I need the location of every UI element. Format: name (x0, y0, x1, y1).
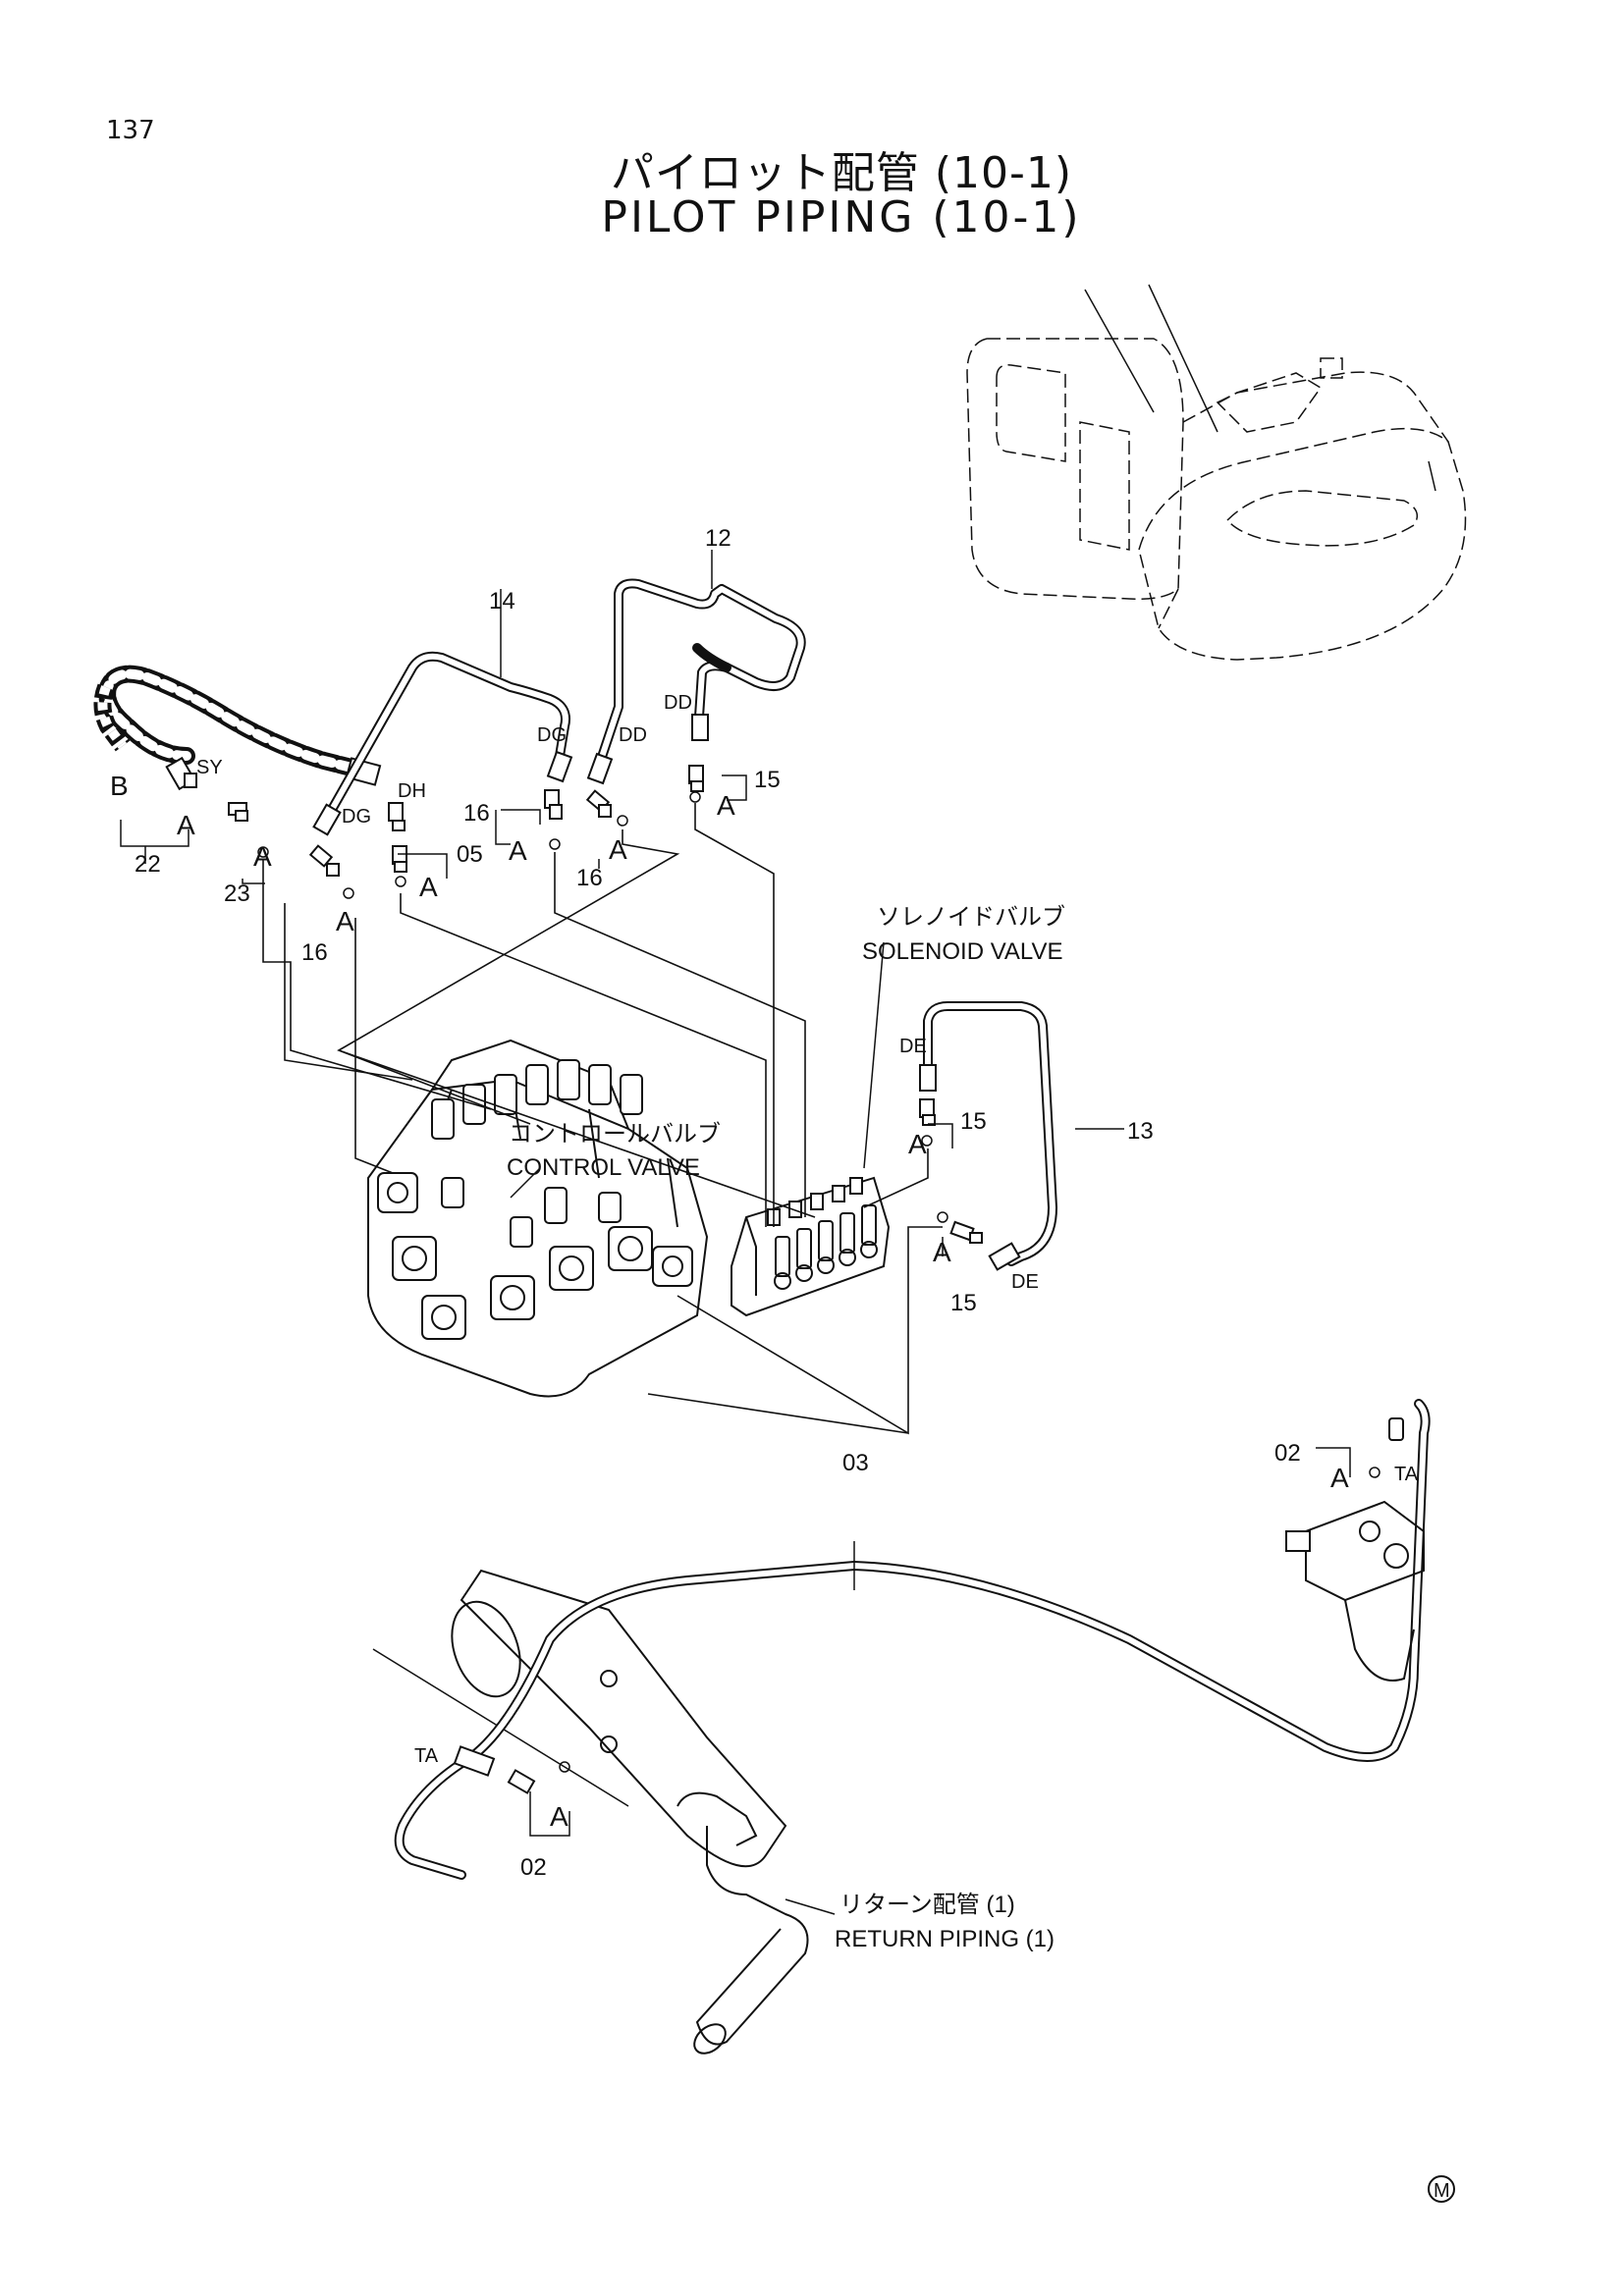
group-letter-a: A (1330, 1463, 1349, 1493)
control-valve-label-jp: コントロールバルブ (509, 1121, 721, 1148)
solenoid-valve-label-jp: ソレノイドバルブ (877, 904, 1065, 931)
part-number-15-bottom: 15 (950, 1290, 977, 1316)
port-label-ta-left: TA (414, 1745, 439, 1767)
part-number-15-middle: 15 (960, 1108, 987, 1135)
group-letter-a: A (253, 841, 272, 872)
solenoid-valve-label-en: SOLENOID VALVE (862, 938, 1063, 965)
part-number-16-left: 16 (301, 939, 328, 966)
group-letter-a: A (177, 810, 195, 840)
port-label-de-lower: DE (1011, 1271, 1039, 1293)
group-letter-a: A (509, 835, 527, 866)
solenoid-valve-illustration (731, 1176, 891, 1317)
port-label-dd-left: DD (619, 724, 647, 746)
callout-labels: ソレノイドバルブ SOLENOID VALVE コントロールバルブ CONTRO… (507, 904, 1065, 1952)
group-letters: B A A A A A A A A A A A (110, 771, 1349, 1832)
part-number-16-center: 16 (463, 800, 490, 827)
group-letter-a: A (550, 1801, 568, 1832)
leader-lines (120, 550, 1351, 1915)
excavator-overview-illustration (966, 284, 1467, 661)
part-number-23: 23 (224, 881, 250, 907)
port-label-dg-upper: DG (537, 724, 567, 746)
part-number-15-top: 15 (754, 767, 781, 793)
part-number-05: 05 (457, 841, 483, 868)
page-title-japanese: パイロット配管 (10-1) (610, 148, 1073, 198)
group-letter-a: A (717, 790, 735, 821)
page-number: 137 (106, 116, 155, 145)
group-letter-a: A (908, 1129, 927, 1159)
port-label-sy: SY (196, 757, 223, 778)
part-number-02-right: 02 (1274, 1440, 1301, 1467)
control-valve-label-en: CONTROL VALVE (507, 1154, 700, 1181)
pipe-13 (919, 1001, 1057, 1271)
part-number-12: 12 (705, 525, 731, 552)
page-title-english: PILOT PIPING (10-1) (601, 192, 1082, 242)
group-letter-a: A (336, 906, 354, 936)
reference-lines (262, 803, 943, 1435)
port-label-dh: DH (398, 780, 426, 802)
group-letter-b: B (110, 771, 129, 801)
part-number-13: 13 (1127, 1118, 1154, 1145)
port-label-dd-right: DD (664, 692, 692, 714)
fittings (228, 765, 983, 1244)
return-piping-label-en: RETURN PIPING (1) (835, 1926, 1055, 1952)
pipe-14 (312, 651, 573, 836)
corner-mark-letter: M (1434, 2180, 1450, 2202)
pipe-12 (586, 578, 806, 785)
port-label-ta-right: TA (1394, 1464, 1419, 1485)
part-number-02-bottom: 02 (520, 1854, 547, 1881)
control-valve-illustration (367, 1039, 709, 1398)
port-label-dg-lower: DG (342, 806, 371, 828)
part-number-16-right: 16 (576, 865, 603, 891)
part-number-labels: 12 14 15 15 15 16 16 16 05 22 23 13 03 0… (135, 525, 1301, 1881)
return-piping-label-jp: リターン配管 (1) (839, 1892, 1015, 1918)
corner-mark: M (1428, 2175, 1455, 2203)
part-number-03: 03 (842, 1450, 869, 1476)
part-number-22: 22 (135, 851, 161, 878)
return-piping-illustration (372, 1399, 1431, 2055)
port-label-de-upper: DE (899, 1036, 927, 1057)
group-letter-a: A (933, 1237, 951, 1267)
group-letter-a: A (609, 834, 627, 865)
hose-22-flexible (93, 665, 382, 791)
group-letter-a: A (419, 872, 438, 902)
part-number-14: 14 (489, 588, 515, 614)
port-labels: DG DG DD DD DH SY DE DE TA TA (196, 692, 1419, 1767)
